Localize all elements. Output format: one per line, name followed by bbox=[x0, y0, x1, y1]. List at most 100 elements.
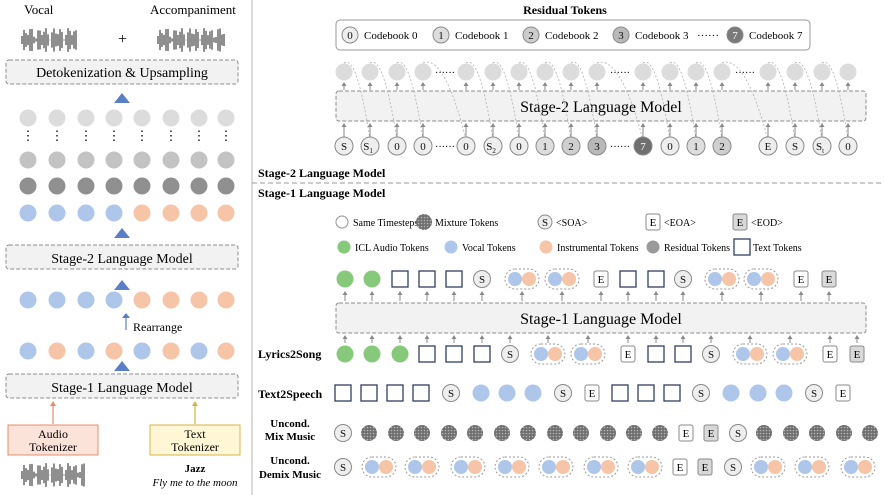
residual-ellipsis-3: ⋮ bbox=[108, 128, 121, 143]
stage2-input-token-8 bbox=[561, 136, 581, 156]
stage2-output-token-14 bbox=[759, 63, 777, 81]
stage2-output-token-7 bbox=[536, 63, 554, 81]
stage2-out-arrow-15-head bbox=[792, 82, 798, 86]
stage1-in-arrow-1-head bbox=[369, 335, 375, 339]
uncond-mix-soa-15-glyph: S bbox=[735, 428, 741, 440]
text-tokenizer-line2: Tokenizer bbox=[171, 440, 219, 454]
interleaved-token-7 bbox=[217, 342, 235, 360]
stage2-input-token-16 bbox=[812, 136, 832, 156]
lyrics2song-soa-12 bbox=[702, 345, 720, 363]
uncond-demix-eoa-8-glyph: E bbox=[677, 462, 684, 474]
stage1-output-pair-13-frame bbox=[743, 268, 779, 290]
text2speech-vocal-6 bbox=[498, 384, 516, 402]
stage1-output-pair-6-frame bbox=[504, 268, 540, 290]
residual-token-mid-2 bbox=[77, 151, 95, 169]
stage2-output-dots-1: ······ bbox=[435, 68, 455, 79]
residual-token-dark-0 bbox=[19, 177, 37, 195]
stage2-out-arrow-16-head bbox=[819, 82, 825, 86]
uncond-demix-pair-2-vocal bbox=[408, 460, 422, 474]
stage2-input-token-16-glyph: St bbox=[816, 141, 824, 155]
stage2-in-arrow-4-head bbox=[463, 123, 469, 127]
uncond-demix-soa-10 bbox=[724, 458, 742, 476]
stage1-out-token-4 bbox=[133, 291, 151, 309]
up-arrow-detok bbox=[114, 93, 130, 103]
input-waveform bbox=[21, 463, 85, 487]
uncond-demix-pair-13-instrumental bbox=[858, 460, 872, 474]
stage1-output-pair-13-vocal bbox=[747, 272, 761, 286]
codebook-legend-7 bbox=[726, 26, 744, 44]
uncond-demix-pair-12-frame bbox=[794, 456, 830, 478]
stage2-in-arrow-3-head bbox=[420, 123, 426, 127]
text2speech-eoa-18-glyph: E bbox=[840, 388, 847, 400]
codebook-legend-3 bbox=[612, 26, 630, 44]
stage2-input-token-2-glyph: 0 bbox=[394, 141, 400, 153]
uncond-demix-pair-6-instrumental bbox=[601, 460, 615, 474]
stage1-in-arrow-10-head bbox=[653, 335, 659, 339]
stage1-lm-box bbox=[335, 302, 867, 334]
uncond-demix-pair-7-frame bbox=[627, 456, 663, 478]
residual-token-top-3 bbox=[105, 109, 123, 127]
stage1-output-pair-12-instrumental bbox=[722, 272, 736, 286]
stage2-in-arrow-17-head bbox=[845, 123, 851, 127]
stage1-output-icl-0 bbox=[336, 270, 354, 288]
stage2-out-arrow-13-head bbox=[719, 82, 725, 86]
uncond-demix-pair-2-instrumental bbox=[422, 460, 436, 474]
stage2-output-token-8 bbox=[562, 63, 580, 81]
stage1-output-icl-1 bbox=[363, 270, 381, 288]
stage1-out-arrow-6-head bbox=[519, 291, 525, 295]
legend-text-icon bbox=[733, 238, 751, 256]
residual-token-top-2 bbox=[77, 109, 95, 127]
uncond-demix-pair-3-frame bbox=[450, 456, 486, 478]
stage2-input-token-0-glyph: S bbox=[341, 141, 347, 153]
stage2-in-arrow-9-head bbox=[594, 123, 600, 127]
lyrics2song-eoa-9 bbox=[620, 345, 636, 363]
stage1-output-soa-11-glyph: S bbox=[680, 274, 686, 286]
stage1-output-text-2 bbox=[391, 270, 409, 288]
stage2-in-arrow-2-head bbox=[394, 123, 400, 127]
feedback-arc-11 bbox=[669, 61, 697, 141]
stage2-input-token-9 bbox=[587, 136, 607, 156]
stage2-input-token-8-glyph: 2 bbox=[568, 141, 574, 153]
stage2-input-token-17-glyph: 0 bbox=[845, 141, 851, 153]
stage2-in-arrow-7-head bbox=[542, 123, 548, 127]
text-tokenizer-line1: Text bbox=[184, 427, 206, 441]
residual-ellipsis-2: ⋮ bbox=[80, 128, 93, 143]
uncond-demix-pair-7-vocal bbox=[631, 460, 645, 474]
uncond-demix-soa-0-glyph: S bbox=[340, 462, 346, 474]
audio-tokenizer-box bbox=[7, 424, 99, 456]
stage1-output-pair-12-vocal bbox=[708, 272, 722, 286]
stage1-output-eoa-8-glyph: E bbox=[598, 274, 605, 286]
codebook0-token-5 bbox=[162, 204, 180, 222]
residual-token-top-7 bbox=[217, 109, 235, 127]
stage2-output-token-2 bbox=[388, 63, 406, 81]
stage1-in-arrow-8-head bbox=[585, 335, 591, 339]
text2speech-vocal-14 bbox=[722, 384, 740, 402]
uncond-demix-pair-4-instrumental bbox=[512, 460, 526, 474]
uncond-demix-pair-6-frame bbox=[583, 456, 619, 478]
residual-token-mid-3 bbox=[105, 151, 123, 169]
stage1-output-pair-13-instrumental bbox=[761, 272, 775, 286]
text2speech-soa-17-glyph: S bbox=[811, 388, 817, 400]
uncond-demix-pair-1-instrumental bbox=[379, 460, 393, 474]
feedback-arc-2 bbox=[396, 61, 424, 141]
stage1-in-arrow-7-head bbox=[545, 335, 551, 339]
interleaved-token-4 bbox=[133, 342, 151, 360]
stage2-output-dots-2: ······ bbox=[610, 68, 630, 79]
lyrics2song-pair-13-vocal bbox=[736, 347, 750, 361]
lyrics2song-icl-2 bbox=[391, 345, 409, 363]
uncond-mix-mix-9 bbox=[573, 425, 589, 441]
stage2-input-token-15-glyph: S bbox=[792, 141, 798, 153]
uncond-demix-eod-9 bbox=[697, 458, 713, 476]
stage2-out-arrow-2-head bbox=[394, 82, 400, 86]
residual-ellipsis-1: ⋮ bbox=[51, 128, 64, 143]
stage1-in-arrow-13-head bbox=[747, 335, 753, 339]
stage1-in-arrow-12-head bbox=[708, 335, 714, 339]
up-arrow-stage2-out bbox=[114, 280, 130, 290]
codebook-legend-label-2: Codebook 2 bbox=[545, 30, 598, 42]
codebook-legend-0-glyph: 0 bbox=[347, 30, 353, 42]
accompaniment-waveform bbox=[157, 28, 225, 52]
stage1-out-arrow-3-head bbox=[424, 291, 430, 295]
legend-text-label: Text Tokens bbox=[753, 243, 802, 254]
uncond-demix-pair-7-instrumental bbox=[645, 460, 659, 474]
residual-token-dark-3 bbox=[105, 177, 123, 195]
